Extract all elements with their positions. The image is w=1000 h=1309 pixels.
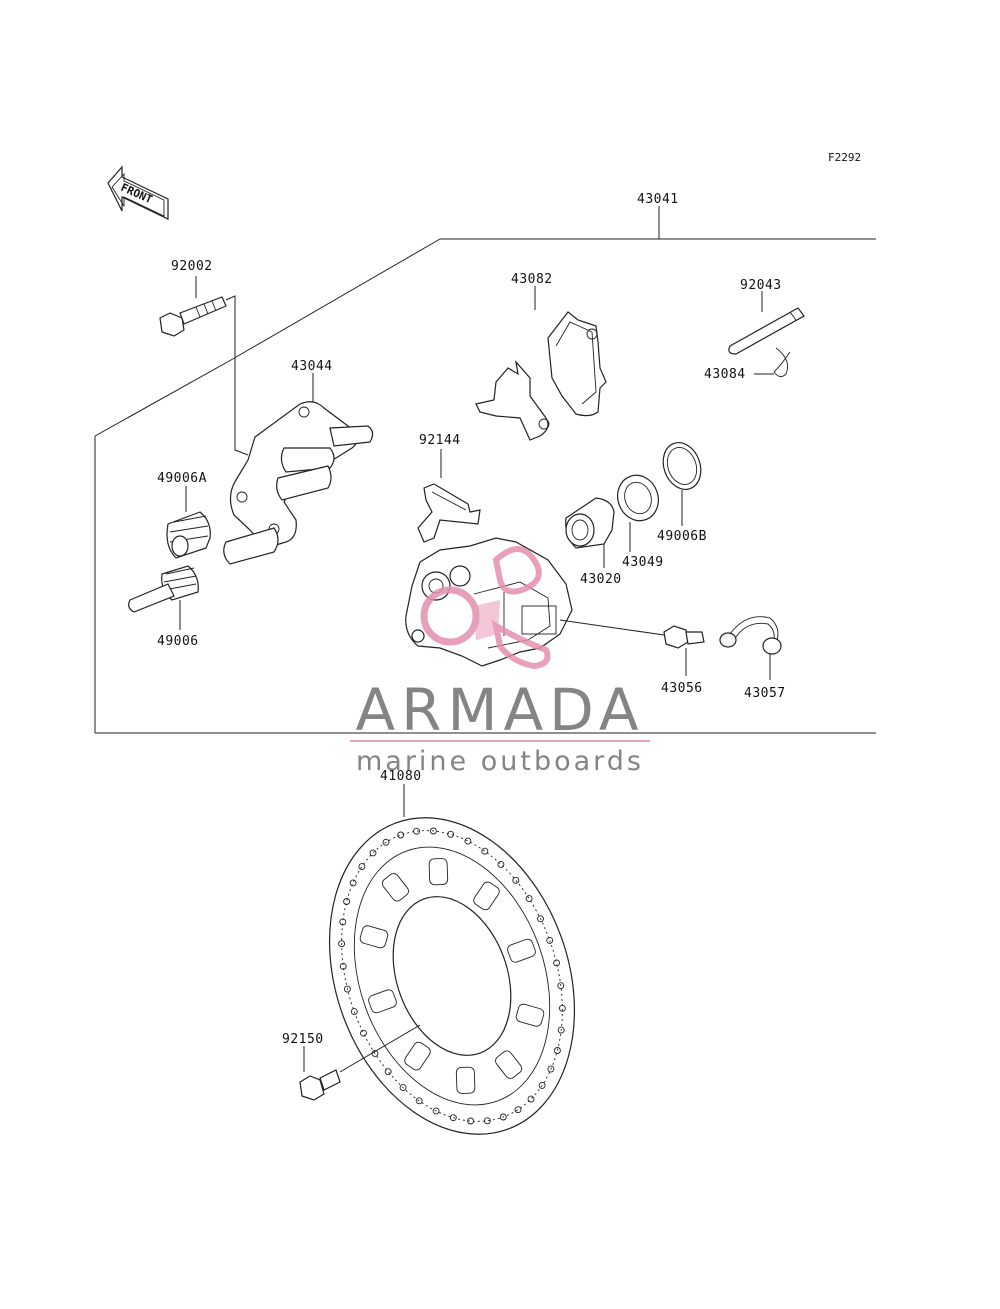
part-label: 92150 [282, 1032, 324, 1047]
part-label: 43056 [661, 681, 703, 696]
caliper-body [405, 537, 665, 667]
part-label: 43057 [744, 686, 786, 701]
part-label: 49006A [157, 471, 207, 486]
bolt-92002 [159, 276, 249, 456]
part-label: 41080 [380, 769, 422, 784]
bleeder-cap-43057 [719, 616, 782, 680]
part-label: 43084 [704, 367, 746, 382]
front-arrow-icon: FRONT [107, 165, 169, 220]
piston-43020 [565, 497, 615, 568]
part-label: 43049 [622, 555, 664, 570]
seal-43049 [617, 474, 659, 552]
part-labels: 43041 92002 43082 92043 43084 43044 9214… [157, 192, 786, 1047]
caliper-bracket-43044 [223, 373, 374, 565]
part-label: 43041 [637, 192, 679, 207]
assembly-bracket [94, 206, 876, 734]
boot-49006 [128, 565, 199, 630]
seal-49006B [662, 442, 702, 526]
part-label: 43082 [511, 272, 553, 287]
watermark-brand: ARMADA [355, 676, 644, 744]
part-label: 43044 [291, 359, 333, 374]
watermark-emblem-icon [420, 546, 551, 670]
part-label: 43020 [580, 572, 622, 587]
brake-pads-43082 [475, 286, 607, 441]
part-label: 49006 [157, 634, 199, 649]
watermark-tagline: marine outboards [356, 746, 644, 777]
part-label: 92144 [419, 433, 461, 448]
part-label: 92002 [171, 259, 213, 274]
boot-49006A [166, 486, 211, 559]
clip-43084 [754, 347, 791, 377]
disc-bolt-92150 [299, 1024, 421, 1101]
bleeder-valve-43056 [663, 625, 705, 676]
part-label: 49006B [657, 529, 707, 544]
pad-pin-92043 [728, 291, 805, 355]
pad-spring-92144 [417, 449, 481, 543]
figure-reference-code: F2292 [828, 151, 861, 164]
brake-disc-41080 [328, 784, 576, 1135]
part-label: 92043 [740, 278, 782, 293]
watermark: ARMADA marine outboards [350, 546, 650, 777]
